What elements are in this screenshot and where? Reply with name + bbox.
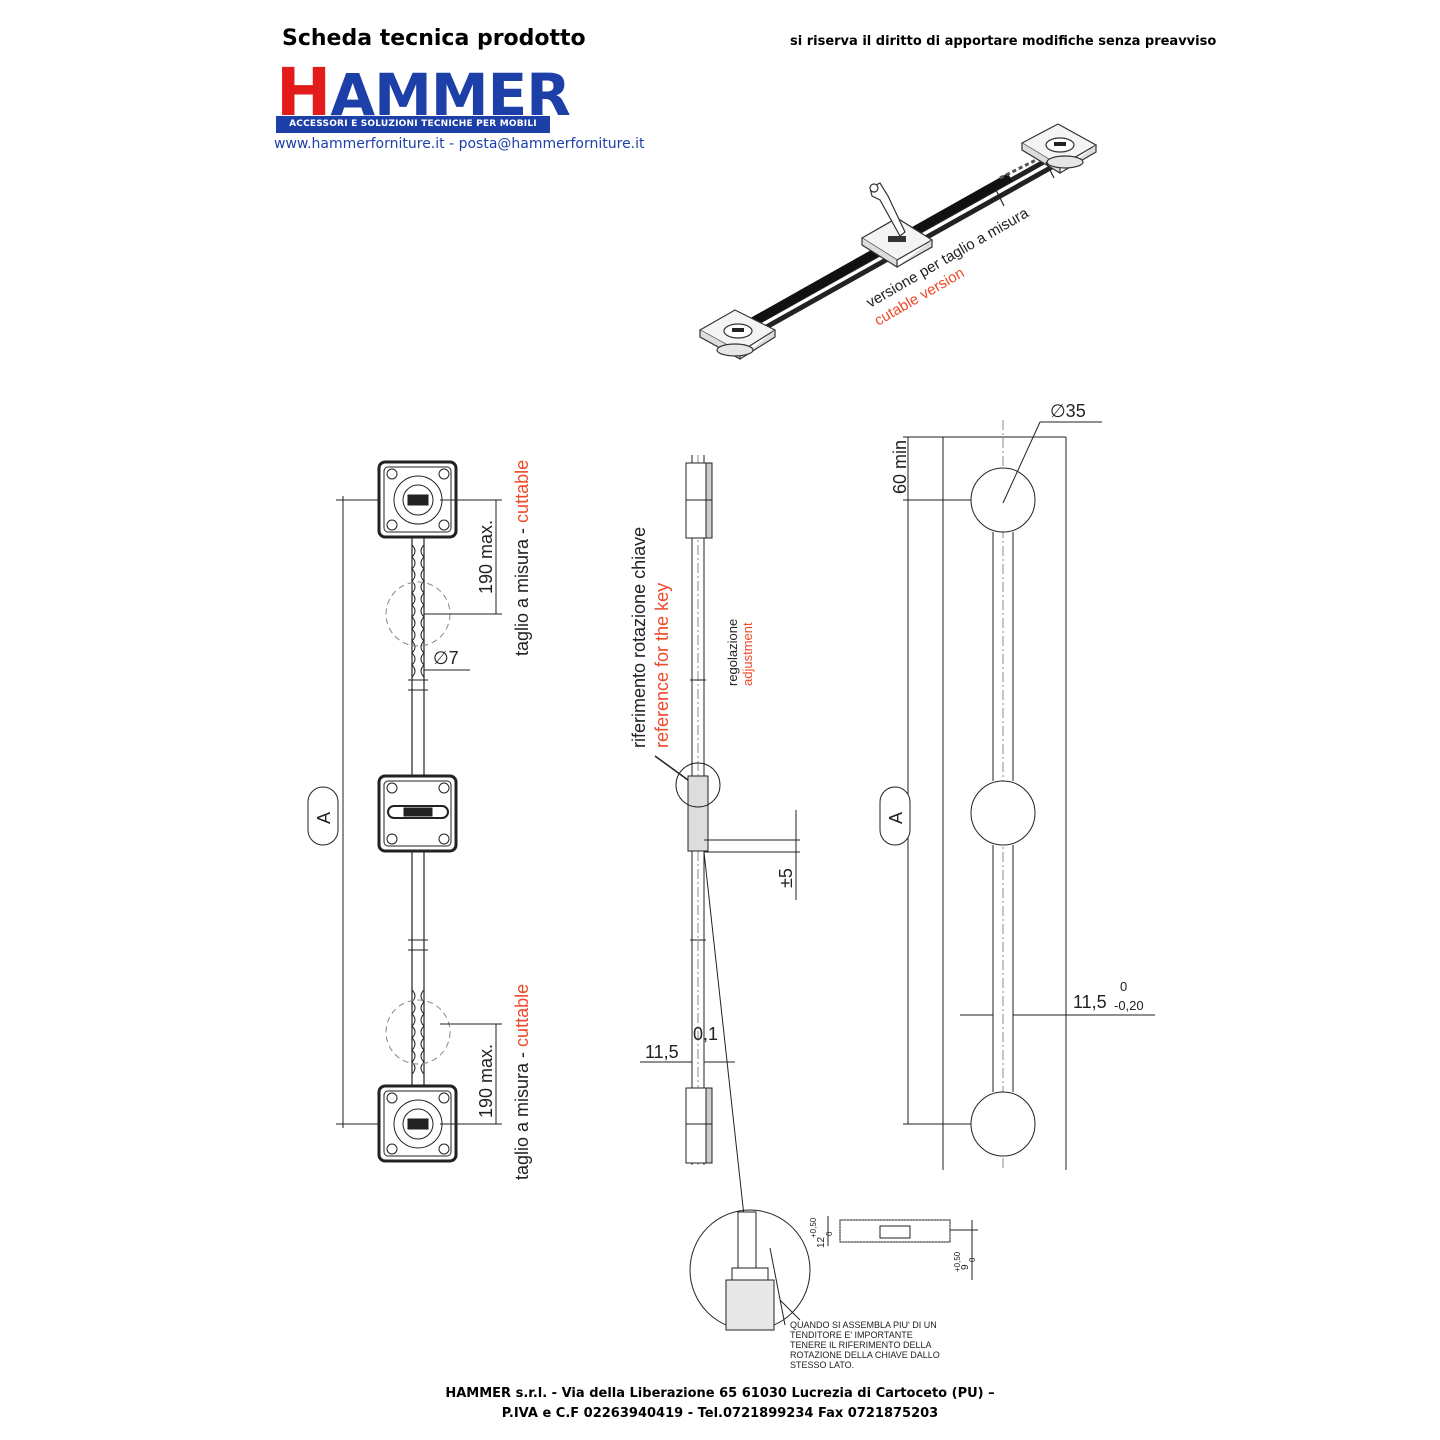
adjust-en: adjustment (740, 622, 755, 686)
hole-dim-A: A (886, 812, 906, 824)
detail-note-line-5: STESSO LATO. (790, 1360, 854, 1370)
logo-tagline: ACCESSORI E SOLUZIONI TECNICHE PER MOBIL… (276, 116, 550, 133)
front-cut-en-top: cuttable (512, 460, 532, 523)
detail-note-line-2: TENDITORE E' IMPORTANTE (790, 1330, 913, 1340)
front-cut-it-bottom: taglio a misura - (512, 1047, 532, 1180)
detail-dim-9-tol-lo: 0 (968, 1257, 977, 1262)
front-rod-diameter: ∅7 (433, 648, 459, 668)
footer-registry: P.IVA e C.F 02263940419 - Tel.0721899234… (501, 1406, 939, 1421)
hole-dim-11-5: 11,5 (1073, 992, 1107, 1012)
iso-bracket-right (1020, 123, 1098, 175)
footer-address: HAMMER s.r.l. - Via della Liberazione 65… (445, 1386, 995, 1401)
detail-dim-9-tol: +0,50 (953, 1251, 962, 1272)
detail-note-line-1: QUANDO SI ASSEMBLA PIU' DI UN (790, 1320, 937, 1330)
adjust-it: regolazione (725, 619, 740, 686)
detail-dim-12-tol-lo: 0 (825, 1231, 834, 1236)
iso-bracket-center (860, 217, 934, 269)
front-bracket-center (377, 774, 458, 853)
front-max-bottom: 190 max. (476, 1044, 496, 1118)
front-cut-en-bottom: cuttable (512, 984, 532, 1047)
side-dim-0-1: 0,1 (693, 1024, 718, 1044)
side-tolerance: ±5 (776, 868, 796, 888)
front-cut-it-top: taglio a misura - (512, 523, 532, 656)
iso-dimension-line (995, 161, 1055, 207)
side-view (640, 455, 800, 1226)
contact-links[interactable]: www.hammerforniture.it - posta@hammerfor… (274, 136, 645, 152)
hole-tol-lower: -0,20 (1114, 998, 1144, 1013)
front-dim-A: A (314, 812, 334, 824)
key-ref-it: riferimento rotazione chiave (629, 527, 649, 748)
detail-view (689, 1209, 978, 1331)
detail-note: QUANDO SI ASSEMBLA PIU' DI UN TENDITORE … (790, 1320, 940, 1370)
hole-min-distance: 60 min (890, 440, 910, 494)
front-bracket-bottom (377, 1084, 458, 1163)
detail-dim-12-tol: +0,50 (809, 1217, 818, 1238)
front-cut-label-bottom: taglio a misura - cuttable (512, 984, 532, 1180)
front-view (307, 460, 502, 1163)
detail-dim-12: 12 (816, 1236, 827, 1248)
detail-note-line-4: ROTAZIONE DELLA CHIAVE DALLO (790, 1350, 940, 1360)
front-max-top: 190 max. (476, 520, 496, 594)
hole-tol-upper: 0 (1120, 979, 1127, 994)
document-title: Scheda tecnica prodotto (282, 26, 586, 51)
disclaimer-note: si riserva il diritto di apportare modif… (790, 34, 1217, 49)
hole-diameter: ∅35 (1050, 401, 1086, 421)
side-dim-11-5: 11,5 (645, 1042, 679, 1062)
iso-bracket-left (698, 309, 777, 361)
hole-pattern-view (879, 420, 1155, 1170)
detail-dim-9: 9 (960, 1264, 971, 1270)
isometric-view (698, 123, 1098, 361)
iso-key-icon (869, 182, 906, 237)
front-cut-label-top: taglio a misura - cuttable (512, 460, 532, 656)
hammer-logo: HAMMER ACCESSORI E SOLUZIONI TECNICHE PE… (276, 58, 571, 134)
key-ref-en: reference for the key (652, 583, 672, 748)
logo-initial: H (276, 54, 331, 131)
detail-note-line-3: TENERE IL RIFERIMENTO DELLA (790, 1340, 932, 1350)
